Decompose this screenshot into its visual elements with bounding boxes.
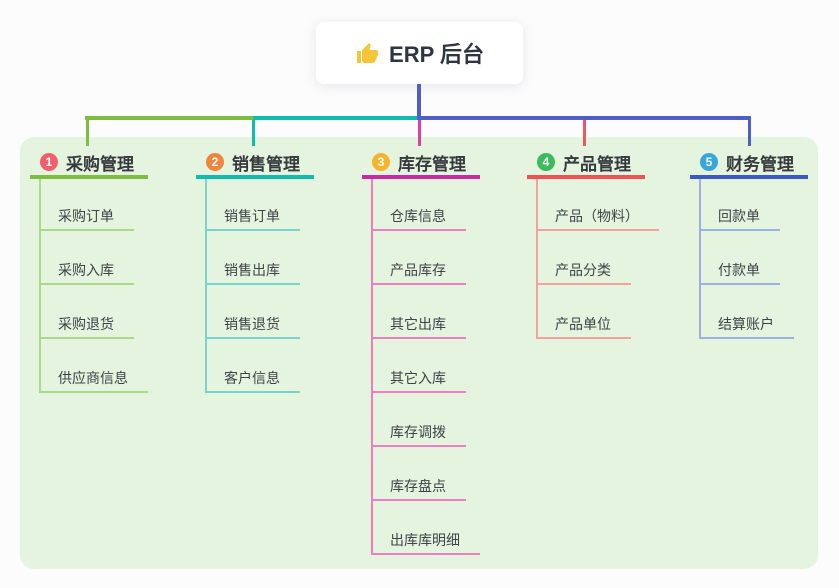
root-node[interactable]: ERP 后台 xyxy=(316,22,523,84)
branch-child-spine-1 xyxy=(39,179,41,393)
child-node[interactable]: 客户信息 xyxy=(205,365,300,393)
child-node[interactable]: 付款单 xyxy=(699,257,780,285)
child-node[interactable]: 采购订单 xyxy=(39,203,134,231)
branch-badge-4: 4 xyxy=(537,152,555,171)
child-node[interactable]: 采购入库 xyxy=(39,257,134,285)
connector-drop-5 xyxy=(747,120,751,146)
connector-drop-3 xyxy=(417,120,421,146)
branch-child-spine-2 xyxy=(205,179,207,393)
child-node[interactable]: 产品分类 xyxy=(536,257,631,285)
branch-badge-3: 3 xyxy=(372,152,390,171)
branch-label: 财务管理 xyxy=(726,155,794,174)
child-node[interactable]: 产品库存 xyxy=(371,257,466,285)
child-node[interactable]: 销售订单 xyxy=(205,203,300,231)
child-node[interactable]: 库存盘点 xyxy=(371,473,466,501)
thumbs-up-icon xyxy=(355,42,379,66)
branch-label: 库存管理 xyxy=(398,155,466,174)
child-node[interactable]: 供应商信息 xyxy=(39,365,148,393)
child-node[interactable]: 回款单 xyxy=(699,203,780,231)
connector-horizontal-mid xyxy=(253,116,419,120)
branch-header-1[interactable]: 1 采购管理 xyxy=(30,150,148,179)
branch-header-2[interactable]: 2 销售管理 xyxy=(196,150,314,179)
branch-label: 产品管理 xyxy=(563,155,631,174)
child-node[interactable]: 其它入库 xyxy=(371,365,466,393)
branch-header-3[interactable]: 3 库存管理 xyxy=(362,150,480,179)
connector-trunk xyxy=(417,84,421,120)
child-node[interactable]: 销售出库 xyxy=(205,257,300,285)
branch-child-spine-5 xyxy=(699,179,701,339)
branch-label: 销售管理 xyxy=(232,155,300,174)
branch-header-4[interactable]: 4 产品管理 xyxy=(527,150,645,179)
connector-drop-2 xyxy=(251,120,255,146)
branches-panel xyxy=(20,137,818,569)
connector-horizontal-right xyxy=(419,116,751,120)
child-node[interactable]: 库存调拨 xyxy=(371,419,466,447)
child-node[interactable]: 出库库明细 xyxy=(371,527,480,555)
child-node[interactable]: 其它出库 xyxy=(371,311,466,339)
branch-badge-1: 1 xyxy=(40,152,58,171)
child-node[interactable]: 结算账户 xyxy=(699,311,794,339)
connector-drop-1 xyxy=(85,120,89,146)
child-node[interactable]: 仓库信息 xyxy=(371,203,466,231)
branch-badge-5: 5 xyxy=(700,152,718,171)
branch-child-spine-4 xyxy=(536,179,538,339)
connector-drop-4 xyxy=(582,120,586,146)
child-node[interactable]: 销售退货 xyxy=(205,311,300,339)
connector-horizontal-left xyxy=(85,116,253,120)
root-label: ERP 后台 xyxy=(389,42,484,67)
child-node[interactable]: 产品单位 xyxy=(536,311,631,339)
branch-child-spine-3 xyxy=(371,179,373,555)
branch-label: 采购管理 xyxy=(66,155,134,174)
child-node[interactable]: 采购退货 xyxy=(39,311,134,339)
child-node[interactable]: 产品（物料） xyxy=(536,203,659,231)
branch-header-5[interactable]: 5 财务管理 xyxy=(690,150,808,179)
branch-badge-2: 2 xyxy=(206,152,224,171)
